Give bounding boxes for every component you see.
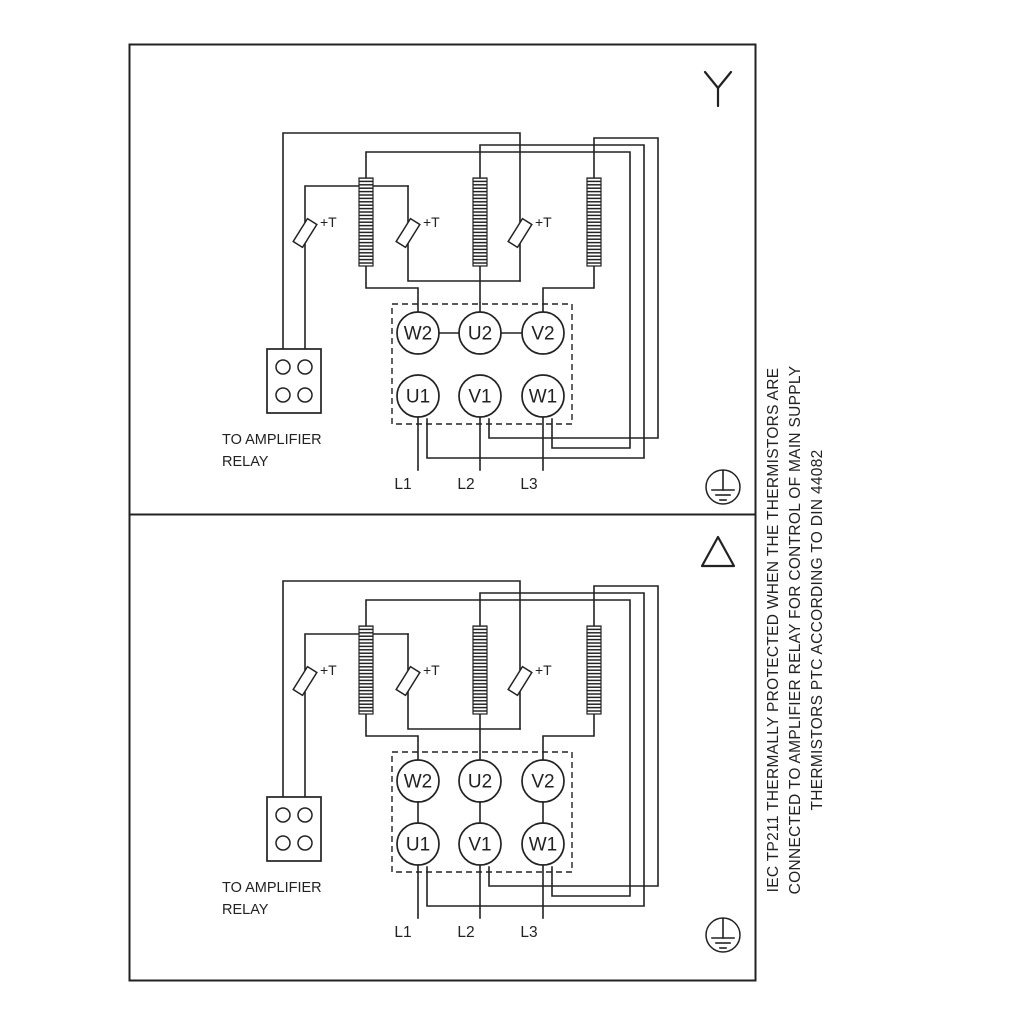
relay-caption-line2: RELAY bbox=[222, 454, 269, 470]
relay-caption-line1: TO AMPLIFIER bbox=[222, 432, 322, 448]
terminal-v2: V2 bbox=[521, 311, 565, 355]
terminal-w1: W1 bbox=[521, 374, 565, 418]
star-icon bbox=[703, 70, 733, 108]
panel-delta bbox=[221, 580, 741, 953]
supply-label-l3: L3 bbox=[520, 476, 537, 493]
delta-terminal-bridges bbox=[417, 801, 544, 824]
wire-winding1-to-w2 bbox=[365, 265, 419, 313]
wire-winding2-to-u1 bbox=[426, 144, 645, 459]
wire-thermistor-chain-b bbox=[304, 185, 409, 350]
side-note-line1: IEC TP211 THERMALLY PROTECTED WHEN THE T… bbox=[765, 368, 782, 893]
thermistor-1-icon bbox=[292, 217, 318, 249]
panel-star: +T +T +T TO AMPLIFIER RELAY W2 U2 V2 bbox=[222, 132, 741, 505]
wire-thermistor-chain-c bbox=[407, 185, 521, 282]
thermistor-1-label: +T bbox=[320, 214, 337, 230]
winding-3 bbox=[586, 177, 602, 267]
svg-text:V1: V1 bbox=[468, 387, 491, 408]
amplifier-relay-connector bbox=[266, 348, 322, 414]
terminal-board-outline bbox=[391, 303, 573, 425]
winding-1 bbox=[358, 177, 374, 267]
wire-winding1-to-w1 bbox=[365, 151, 631, 449]
relay-box bbox=[266, 348, 322, 414]
diagram-border bbox=[128, 43, 757, 982]
relay-pin bbox=[297, 387, 313, 403]
thermistor-3-icon bbox=[507, 217, 533, 249]
thermistor-2-icon bbox=[395, 217, 421, 249]
delta-icon bbox=[700, 535, 736, 568]
relay-pin bbox=[275, 387, 291, 403]
winding-2 bbox=[472, 177, 488, 267]
thermistor-2-label: +T bbox=[423, 214, 440, 230]
svg-text:W2: W2 bbox=[404, 324, 433, 345]
terminal-w2: W2 bbox=[396, 311, 440, 355]
relay-pin bbox=[275, 359, 291, 375]
svg-text:W1: W1 bbox=[529, 387, 558, 408]
supply-label-l1: L1 bbox=[394, 476, 411, 493]
svg-text:U1: U1 bbox=[406, 387, 430, 408]
terminal-u2: U2 bbox=[458, 311, 502, 355]
side-note-line3: THERMISTORS PTC ACCORDING TO DIN 44082 bbox=[809, 449, 826, 810]
wire-winding3-to-v2 bbox=[542, 265, 595, 313]
side-note: IEC TP211 THERMALLY PROTECTED WHEN THE T… bbox=[765, 366, 826, 895]
thermistor-3-label: +T bbox=[535, 214, 552, 230]
terminal-v1: V1 bbox=[458, 374, 502, 418]
earth-ground-icon bbox=[705, 469, 741, 505]
side-note-line2: CONNECTED TO AMPLIFIER RELAY FOR CONTROL… bbox=[787, 366, 804, 895]
wire-winding3-to-v1 bbox=[488, 137, 659, 439]
supply-label-l2: L2 bbox=[457, 476, 474, 493]
svg-text:U2: U2 bbox=[468, 324, 492, 345]
svg-text:V2: V2 bbox=[531, 324, 554, 345]
relay-pin bbox=[297, 359, 313, 375]
wire-thermistor-chain-a bbox=[282, 132, 521, 350]
terminal-u1: U1 bbox=[396, 374, 440, 418]
